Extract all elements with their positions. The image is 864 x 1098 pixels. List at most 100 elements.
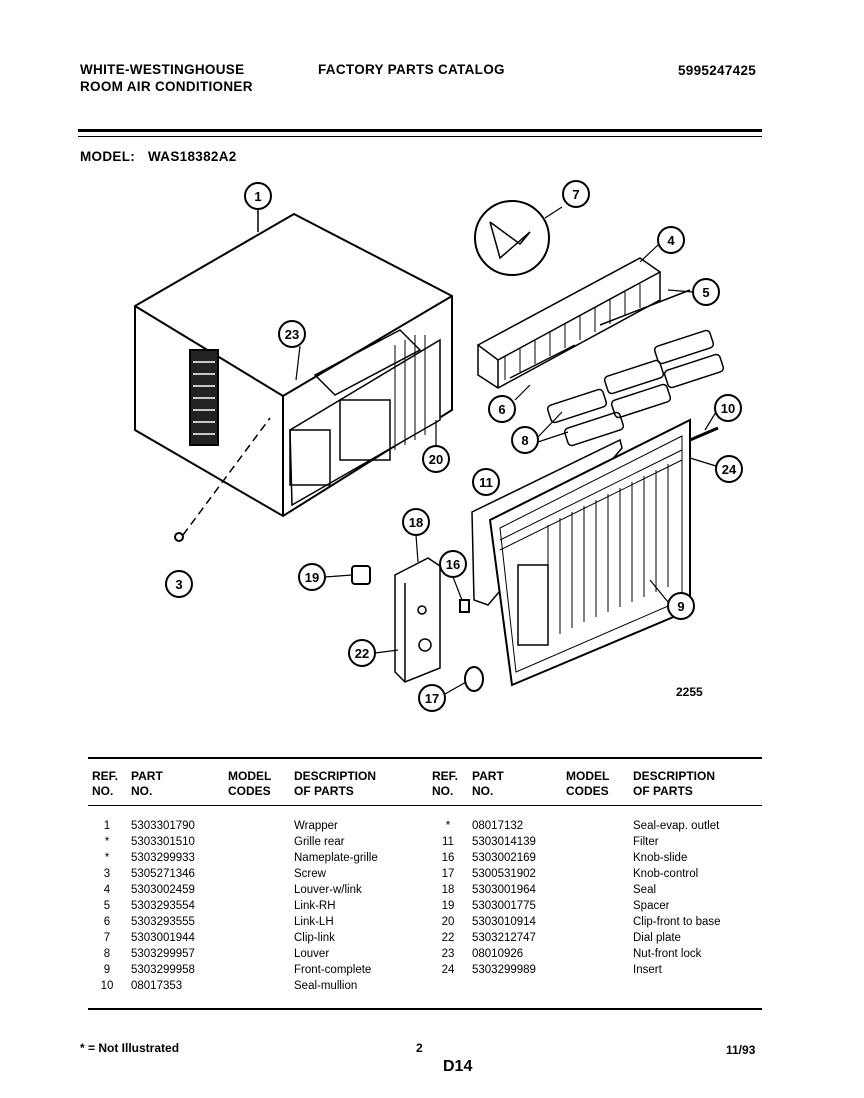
table-cell: Dial plate — [633, 932, 681, 944]
table-cell: Seal-evap. outlet — [633, 820, 720, 832]
svg-text:5: 5 — [702, 285, 709, 300]
callout-19: 19 — [298, 563, 326, 591]
table-cell: 5305271346 — [131, 868, 195, 880]
table-bottom-rule — [88, 1008, 762, 1010]
table-cell: 16 — [441, 852, 455, 864]
svg-text:4: 4 — [667, 233, 675, 248]
parts-left-part-column: 5303301790 5303301510 5303299933 5305271… — [131, 818, 195, 994]
louver-link-assembly — [476, 257, 691, 389]
model-label: MODEL: — [80, 149, 136, 164]
table-cell: 5303301790 — [131, 820, 195, 832]
table-cell: 5303293554 — [131, 900, 195, 912]
callout-3: 3 — [165, 570, 193, 598]
table-cell: 10 — [100, 980, 114, 992]
parts-right-ref-column: * 11 16 17 18 19 20 22 23 24 — [437, 818, 459, 978]
svg-text:1: 1 — [254, 189, 261, 204]
table-top-rule — [88, 757, 762, 759]
table-cell: 24 — [441, 964, 455, 976]
table-cell: 5303010914 — [472, 916, 536, 928]
exploded-parts-diagram: 1 23 20 3 7 4 5 6 8 10 24 11 9 18 16 19 … — [134, 180, 743, 712]
table-cell: 9 — [103, 964, 111, 976]
spacer-part — [351, 565, 371, 585]
svg-text:17: 17 — [425, 691, 439, 706]
table-cell: Knob-control — [633, 868, 699, 880]
svg-text:20: 20 — [429, 452, 443, 467]
table-cell: 7 — [103, 932, 111, 944]
callout-5: 5 — [692, 278, 720, 306]
callout-1: 1 — [244, 182, 272, 232]
table-cell: Insert — [633, 964, 662, 976]
table-cell: 5303001944 — [131, 932, 195, 944]
svg-text:10: 10 — [721, 401, 735, 416]
table-cell: Clip-link — [294, 932, 335, 944]
catalog-number: 5995247425 — [678, 63, 757, 78]
parts-right-desc-column: Seal-evap. outlet Filter Knob-slide Knob… — [633, 818, 721, 978]
header-rule-thin — [78, 136, 762, 137]
brand-line-1: WHITE-WESTINGHOUSE — [80, 62, 245, 77]
table-cell: Nut-front lock — [633, 948, 702, 960]
parts-left-desc-column: Wrapper Grille rear Nameplate-grille Scr… — [294, 818, 378, 994]
slide-knob-part — [459, 599, 470, 613]
table-cell: 5303001775 — [472, 900, 536, 912]
table-cell: Link-RH — [294, 900, 336, 912]
table-cell: 5303002459 — [131, 884, 195, 896]
table-cell: 6 — [103, 916, 111, 928]
table-cell: * — [445, 820, 451, 832]
svg-text:6: 6 — [498, 402, 505, 417]
table-cell: 19 — [441, 900, 455, 912]
catalog-title: FACTORY PARTS CATALOG — [318, 62, 505, 77]
table-cell: 8 — [103, 948, 111, 960]
svg-text:18: 18 — [409, 515, 423, 530]
svg-text:23: 23 — [285, 327, 299, 342]
callout-10: 10 — [714, 394, 742, 422]
brand-line-2: ROOM AIR CONDITIONER — [80, 79, 253, 94]
table-cell: * — [104, 836, 110, 848]
table-cell: Wrapper — [294, 820, 338, 832]
table-cell: 08010926 — [472, 948, 524, 960]
callout-9: 9 — [667, 592, 695, 620]
table-cell: 5303001964 — [472, 884, 536, 896]
table-header-rule — [88, 805, 762, 806]
table-cell: Louver-w/link — [294, 884, 362, 896]
parts-right-part-column: 08017132 5303014139 5303002169 530053190… — [472, 818, 536, 978]
callout-16: 16 — [439, 550, 467, 578]
table-cell: 23 — [441, 948, 455, 960]
table-cell: 20 — [441, 916, 455, 928]
table-cell: Nameplate-grille — [294, 852, 378, 864]
callout-23: 23 — [278, 320, 306, 348]
table-cell: 5303014139 — [472, 836, 536, 848]
table-cell: Link-LH — [294, 916, 334, 928]
table-cell: 5303293555 — [131, 916, 195, 928]
table-cell: Front-complete — [294, 964, 372, 976]
parts-left-ref-column: 1 * * 3 4 5 6 7 8 9 10 — [96, 818, 118, 994]
table-cell: 5303299989 — [472, 964, 536, 976]
footer-date: 11/93 — [726, 1043, 756, 1057]
table-cell: 5303212747 — [472, 932, 536, 944]
table-cell: 11 — [442, 836, 454, 848]
section-code: D14 — [443, 1058, 473, 1075]
table-cell: Louver — [294, 948, 330, 960]
figure-number: 2255 — [676, 685, 703, 699]
callout-11: 11 — [472, 468, 500, 496]
page-number: 2 — [416, 1041, 423, 1055]
control-knob-part — [464, 666, 484, 692]
header-rule-thick — [78, 129, 762, 132]
table-cell: 5303299933 — [131, 852, 195, 864]
footnote-not-illustrated: * = Not Illustrated — [80, 1041, 180, 1055]
table-cell: 5303301510 — [131, 836, 195, 848]
callout-6: 6 — [488, 395, 516, 423]
svg-text:16: 16 — [446, 557, 460, 572]
callout-7: 7 — [562, 180, 590, 208]
table-cell: 3 — [103, 868, 111, 880]
callout-24: 24 — [715, 455, 743, 483]
table-cell: Knob-slide — [633, 852, 688, 864]
th-ref-no-left: REF.NO. — [92, 769, 119, 798]
callout-8: 8 — [511, 426, 539, 454]
table-cell: Seal — [633, 884, 657, 896]
table-cell: 4 — [103, 884, 111, 896]
table-cell: Seal-mullion — [294, 980, 358, 992]
callout-20: 20 — [422, 445, 450, 473]
